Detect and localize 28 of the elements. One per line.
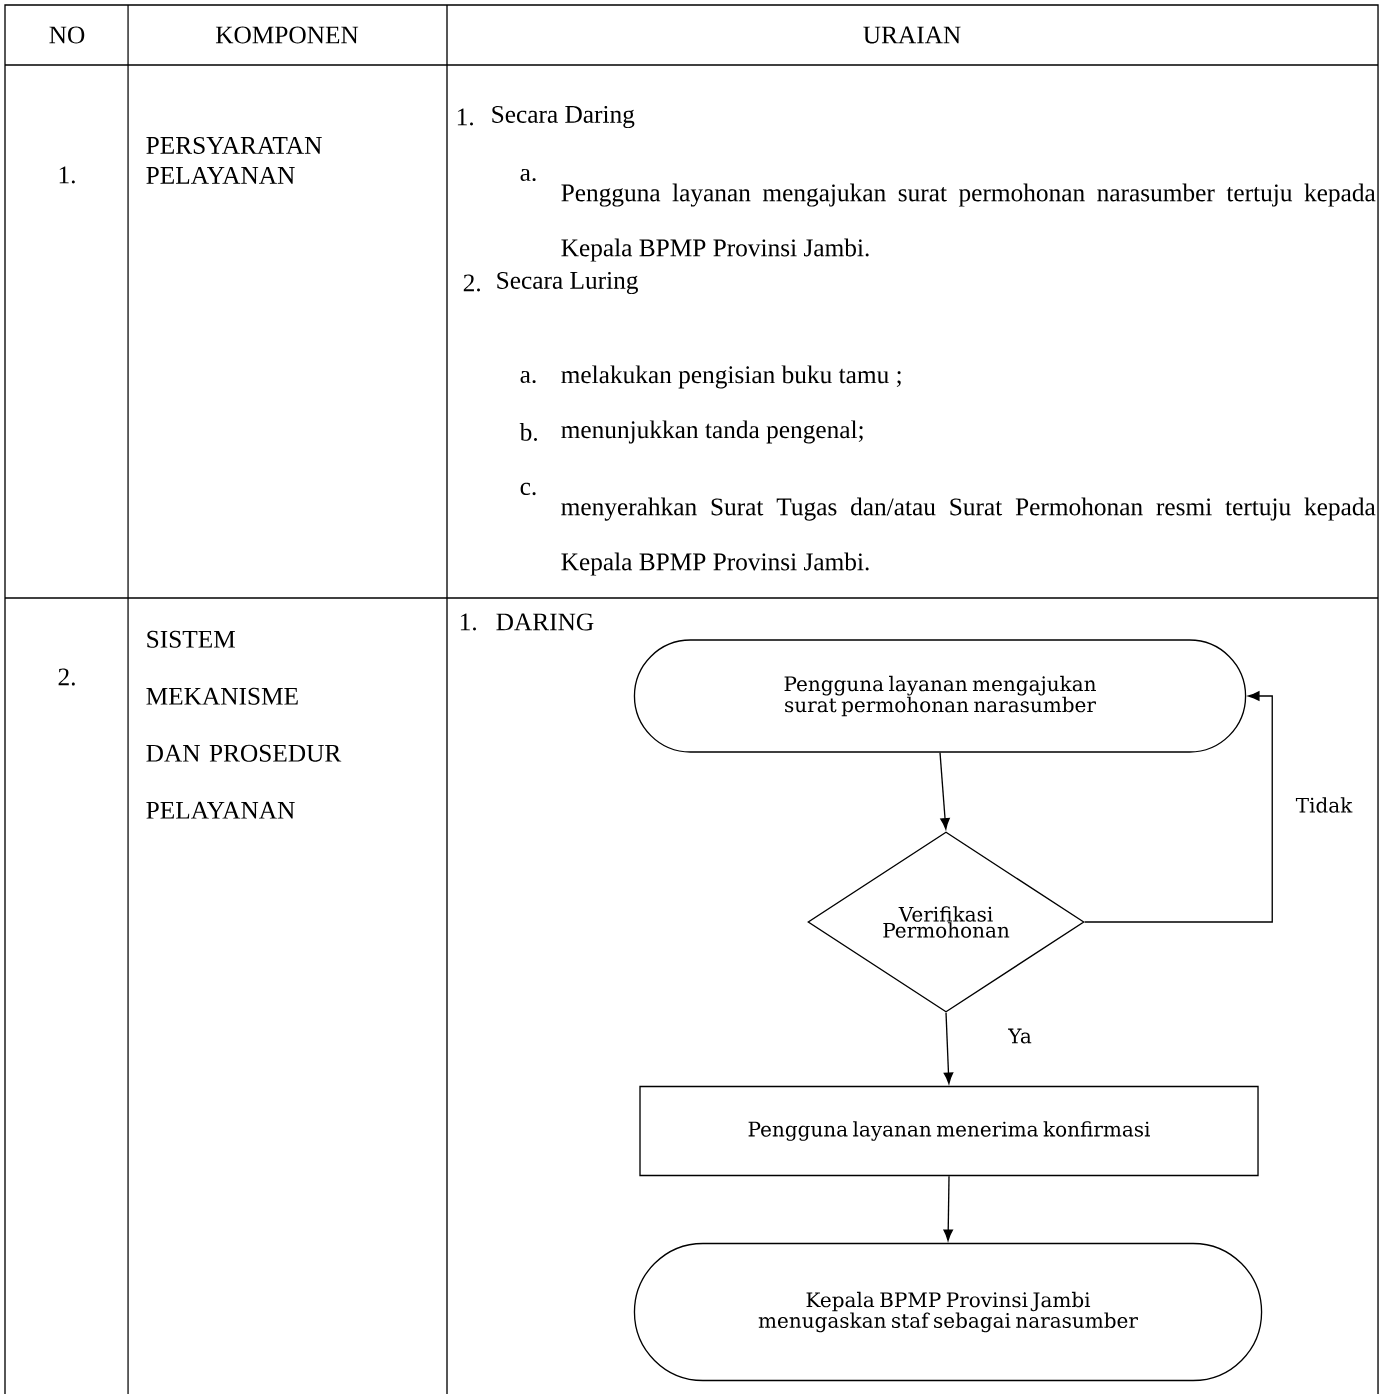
table-cell: SISTEM MEKANISME DAN PROSEDUR PELAYANAN	[146, 630, 342, 819]
list-item: Secara Luring	[497, 271, 638, 295]
list-item: melakukan pengisian buku tamu ;	[561, 365, 901, 389]
arrow	[943, 1012, 954, 1084]
arrow	[943, 1175, 953, 1241]
process-box: Pengguna layanan menerima konfirmasi	[639, 1085, 1259, 1177]
row-number: 1.	[59, 166, 75, 184]
edge-label: Tidak	[1293, 794, 1355, 816]
list-item: Secara Daring	[492, 105, 635, 129]
list-marker: b.	[519, 423, 537, 441]
row-number: 2.	[58, 668, 75, 686]
table-cell: PERSYARATAN PELAYANAN	[146, 136, 322, 184]
table-header: NO	[49, 26, 85, 44]
list-marker: 1.	[460, 613, 476, 631]
list-marker: c.	[520, 482, 536, 496]
list-item: Pengguna layanan mengajukan surat permohonan narasumber tertuju kepada Kepala BPMP Provinsi Jambi.	[561, 183, 1376, 262]
list-marker: a.	[520, 168, 536, 182]
list-item: menunjukkan tanda pengenal;	[561, 420, 863, 444]
list-item: DARING	[496, 613, 594, 631]
arrow	[1084, 691, 1273, 923]
arrow	[939, 752, 950, 830]
table-header: URAIAN	[863, 26, 961, 44]
list-marker: 1.	[457, 108, 473, 126]
list-marker: a.	[520, 370, 536, 384]
list-item: menyerahkan Surat Tugas dan/atau Surat Permohonan resmi tertuju kepada Kepala BPMP Provinsi Jambi.	[561, 497, 1376, 576]
edge-label: Ya	[1005, 1025, 1035, 1047]
table-header: KOMPONEN	[215, 26, 359, 44]
list-marker: 2.	[463, 274, 480, 292]
